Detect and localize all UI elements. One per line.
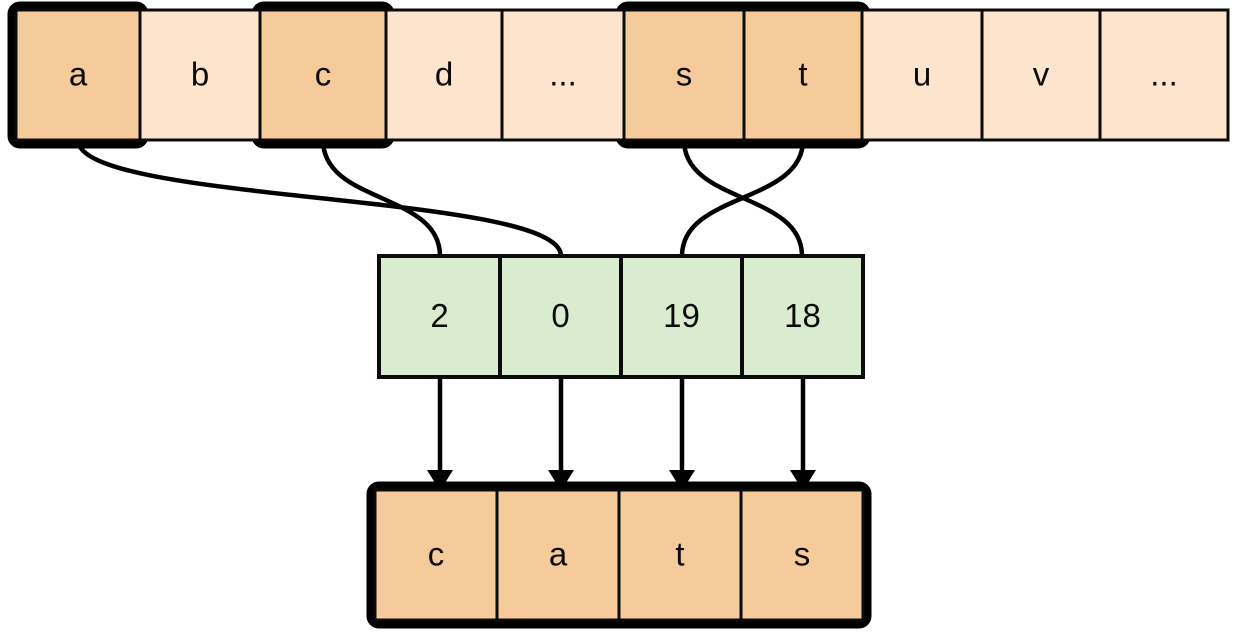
- arrows-group: [427, 377, 816, 491]
- index-cell-19[interactable]: 19: [619, 254, 744, 379]
- word-cell-label: c: [428, 536, 445, 573]
- alphabet-cell-t[interactable]: t: [742, 8, 864, 142]
- word-cell-s[interactable]: s: [739, 488, 865, 622]
- word-cell-label: a: [549, 536, 568, 573]
- alphabet-cell-label: u: [913, 56, 931, 93]
- alphabet-cell-ellipsis-9[interactable]: ...: [1098, 8, 1230, 142]
- word-cell-box[interactable]: [617, 488, 743, 622]
- alphabet-cell-label: ...: [549, 56, 577, 93]
- connector-t-to-19: [679, 139, 806, 257]
- alphabet-cell-box[interactable]: [138, 8, 262, 142]
- alphabet-cell-label: s: [676, 56, 693, 93]
- alphabet-cell-v[interactable]: v: [980, 8, 1102, 142]
- word-cell-a[interactable]: a: [495, 488, 621, 622]
- alphabet-cell-box[interactable]: [500, 8, 626, 142]
- word-cell-box[interactable]: [373, 488, 499, 622]
- connectors-group: [75, 139, 806, 257]
- alphabet-cell-box[interactable]: [258, 8, 388, 142]
- alphabet-row: a b c d... s t u v...: [7, 1, 1230, 149]
- index-cell-value: 0: [551, 297, 569, 334]
- connector-a-to-0: [75, 139, 564, 257]
- word-cell-box[interactable]: [739, 488, 865, 622]
- arrow-head: [427, 470, 453, 491]
- alphabet-cell-d[interactable]: d: [384, 8, 504, 142]
- index-cell-0[interactable]: 0: [498, 254, 623, 379]
- index-cell-2[interactable]: 2: [377, 254, 502, 379]
- arrow-head: [548, 470, 574, 491]
- word-cell-t[interactable]: t: [617, 488, 743, 622]
- alphabet-cell-label: a: [69, 56, 88, 93]
- alphabet-cell-label: c: [315, 56, 332, 93]
- word-row-emphasis-outline: [366, 481, 872, 629]
- alphabet-cell-box[interactable]: [622, 8, 746, 142]
- arrow-head: [669, 470, 695, 491]
- arrow-0-to-a: [548, 377, 574, 491]
- alphabet-cell-box[interactable]: [14, 8, 142, 142]
- alphabet-cell-b[interactable]: b: [138, 8, 262, 142]
- arrow-2-to-c: [427, 377, 453, 491]
- arrow-18-to-s: [790, 377, 816, 491]
- alphabet-cell-label: v: [1033, 56, 1050, 93]
- index-cell-box[interactable]: [498, 254, 623, 379]
- word-cell-label: t: [675, 536, 684, 573]
- alphabet-cell-box[interactable]: [980, 8, 1102, 142]
- alphabet-cell-s[interactable]: s: [622, 8, 746, 142]
- alphabet-cell-c[interactable]: c: [258, 8, 388, 142]
- alphabet-cell-a[interactable]: a: [14, 8, 142, 142]
- word-cell-c[interactable]: c: [373, 488, 499, 622]
- alphabet-cell-label: t: [798, 56, 807, 93]
- alphabet-cell-box[interactable]: [742, 8, 864, 142]
- word-cell-label: s: [794, 536, 811, 573]
- alphabet-cell-ellipsis-4[interactable]: ...: [500, 8, 626, 142]
- arrow-head: [790, 470, 816, 491]
- index-cell-18[interactable]: 18: [740, 254, 865, 379]
- index-cell-value: 18: [784, 297, 821, 334]
- alphabet-cell-label: b: [191, 56, 209, 93]
- index-cell-value: 2: [430, 297, 448, 334]
- index-cell-box[interactable]: [740, 254, 865, 379]
- index-cell-value: 19: [663, 297, 700, 334]
- arrow-19-to-t: [669, 377, 695, 491]
- index-cell-box[interactable]: [619, 254, 744, 379]
- word-cell-box[interactable]: [495, 488, 621, 622]
- alphabet-cell-u[interactable]: u: [860, 8, 984, 142]
- alphabet-cell-box[interactable]: [860, 8, 984, 142]
- connector-c-to-2: [320, 139, 443, 257]
- alphabet-cell-label: ...: [1150, 56, 1178, 93]
- alphabet-cell-box[interactable]: [1098, 8, 1230, 142]
- index-cell-box[interactable]: [377, 254, 502, 379]
- alphabet-cell-label: d: [435, 56, 453, 93]
